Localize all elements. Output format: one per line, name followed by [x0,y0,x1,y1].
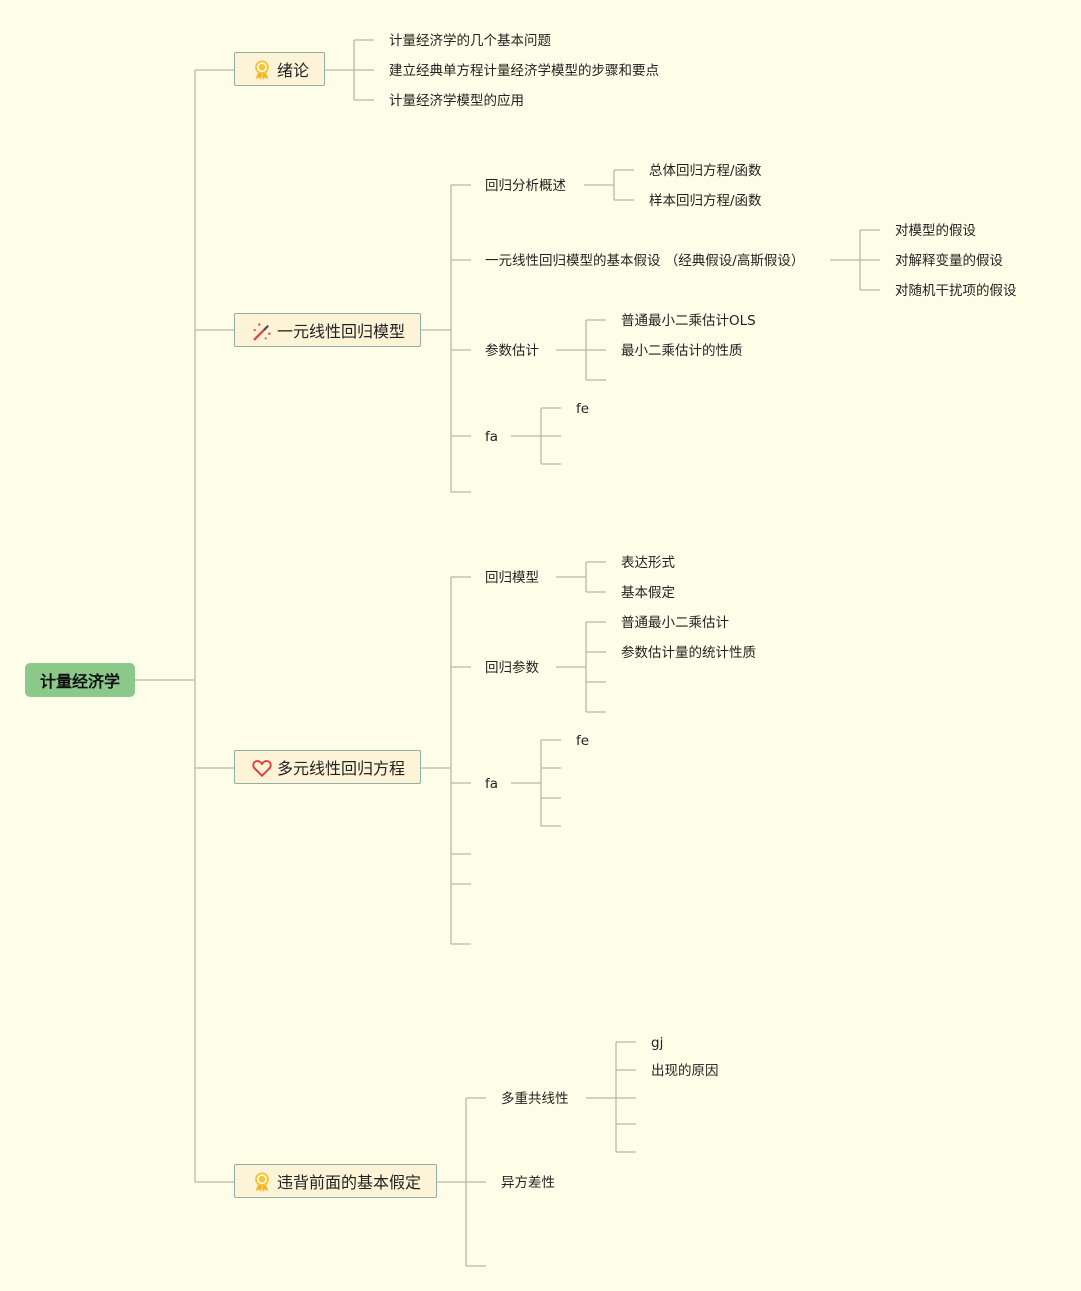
leaf-intro-3[interactable]: 计量经济学模型的应用 [389,93,524,109]
branch-multiple-regression[interactable]: 多元线性回归方程 [234,750,421,784]
leaf-gj[interactable]: gj [651,1035,664,1051]
leaf-ols-properties[interactable]: 最小二乘估计的性质 [621,343,743,359]
leaf-fe-2[interactable]: fe [576,733,590,749]
leaf-model-assumption[interactable]: 对模型的假设 [895,223,976,239]
branch-simple-regression[interactable]: 一元线性回归模型 [234,313,421,347]
branch-intro[interactable]: 绪论 [234,52,325,86]
leaf-sample-regression[interactable]: 样本回归方程/函数 [649,193,762,209]
branch-assumption-violations[interactable]: 违背前面的基本假定 [234,1164,437,1198]
sub-regression-overview[interactable]: 回归分析概述 [485,178,566,194]
leaf-basic-hypotheses[interactable]: 基本假定 [621,585,675,601]
root-node[interactable]: 计量经济学 [25,663,135,697]
leaf-disturbance-assumption[interactable]: 对随机干扰项的假设 [895,283,1017,299]
sub-regression-model[interactable]: 回归模型 [485,570,539,586]
sub-fa-1[interactable]: fa [485,429,499,445]
branch-multiple-regression-label: 多元线性回归方程 [277,759,406,778]
sub-parameter-estimation[interactable]: 参数估计 [485,343,539,359]
leaf-causes[interactable]: 出现的原因 [651,1063,719,1079]
leaf-explanatory-assumption[interactable]: 对解释变量的假设 [895,253,1003,269]
leaf-intro-1[interactable]: 计量经济学的几个基本问题 [389,33,551,49]
sub-multicollinearity[interactable]: 多重共线性 [501,1091,569,1107]
leaf-expression-form[interactable]: 表达形式 [621,555,675,571]
leaf-ols-multi[interactable]: 普通最小二乘估计 [621,615,729,631]
branch-intro-label: 绪论 [277,61,310,80]
sub-heteroscedasticity[interactable]: 异方差性 [501,1175,555,1191]
heart-icon [252,760,272,778]
award-ribbon-icon [255,1172,269,1193]
sub-regression-parameters[interactable]: 回归参数 [485,660,539,676]
leaf-population-regression[interactable]: 总体回归方程/函数 [649,163,762,179]
sub-basic-assumptions[interactable]: 一元线性回归模型的基本假设 （经典假设/高斯假设） [485,253,805,269]
leaf-ols[interactable]: 普通最小二乘估计OLS [621,313,756,329]
leaf-estimator-properties[interactable]: 参数估计量的统计性质 [621,645,756,661]
branch-simple-regression-label: 一元线性回归模型 [277,322,406,341]
sub-fa-2[interactable]: fa [485,776,499,792]
leaf-intro-2[interactable]: 建立经典单方程计量经济学模型的步骤和要点 [389,63,659,79]
magic-wand-icon [253,323,271,341]
leaf-fe-1[interactable]: fe [576,401,590,417]
award-ribbon-icon [255,60,269,81]
branch-assumption-violations-label: 违背前面的基本假定 [277,1173,422,1192]
